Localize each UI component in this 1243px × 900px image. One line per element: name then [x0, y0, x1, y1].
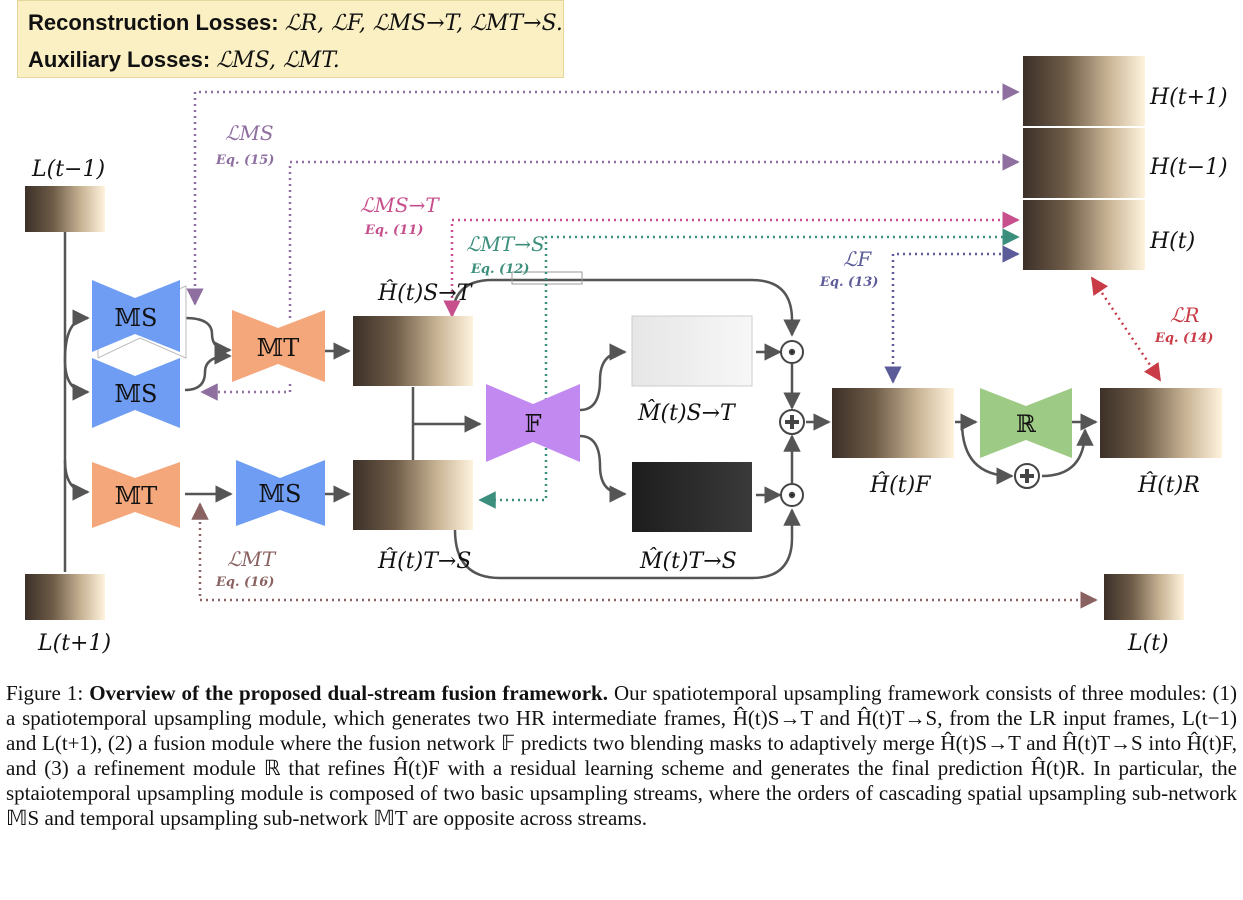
flow-to-ms-bottom	[63, 359, 90, 401]
l-t-thumbnail	[1104, 574, 1184, 620]
loss-line-ms-target	[288, 153, 1020, 318]
mt-lower-label: 𝕄T	[115, 482, 158, 510]
mt-lower-module	[92, 462, 180, 528]
h-prev-image	[1023, 128, 1145, 198]
flow-ms-bottom-to-mt	[184, 347, 232, 392]
loss-line-ms-aux	[186, 83, 1020, 306]
mask-t2s-label: M̂(t)T→S	[639, 548, 737, 574]
fusion-module	[486, 384, 580, 462]
l-next-label: L(t+1)	[37, 631, 111, 656]
l-next-thumbnail	[25, 574, 105, 620]
loss-f-eq: Eq. (13)	[819, 275, 878, 290]
loss-line-ms2t	[443, 211, 1020, 318]
auxiliary-losses-terms: ℒMS, ℒMT.	[216, 48, 340, 73]
caption-prefix: Figure 1:	[6, 681, 84, 705]
l-prev-thumbnail	[25, 186, 105, 232]
flow-to-mt-lower	[63, 459, 90, 501]
refine-label: ℝ	[1016, 410, 1037, 438]
auxiliary-losses-label: Auxiliary Losses:	[28, 47, 211, 72]
caption-body: Our spatiotemporal upsampling framework …	[6, 681, 1238, 830]
mask-s2t-label: M̂(t)S→T	[637, 400, 737, 426]
ms-bottom-label: 𝕄S	[114, 380, 157, 408]
h-next-label: H(t+1)	[1149, 85, 1228, 110]
ht2s-image	[353, 460, 473, 530]
hr-image	[1100, 388, 1222, 458]
h-t-label: H(t)	[1149, 229, 1195, 254]
mt-upper-label: 𝕄T	[257, 334, 300, 362]
reconstruction-losses-line: Reconstruction Losses: ℒR, ℒF, ℒMS→T, ℒM…	[28, 10, 563, 36]
auxiliary-losses-line: Auxiliary Losses: ℒMS, ℒMT.	[28, 47, 340, 73]
loss-r-label: ℒR	[1170, 303, 1199, 327]
flow-ms-top-to-mt	[184, 316, 232, 359]
framework-diagram: 𝕄S 𝕄S 𝕄T 𝕄T 𝕄S 𝔽 ℝ L(t−1) L(t+1) H(t+1) …	[25, 56, 1228, 656]
refine-module	[980, 388, 1072, 458]
ms-top-label: 𝕄S	[114, 304, 157, 332]
h-next-image	[1023, 56, 1145, 126]
loss-ms-label: ℒMS	[225, 121, 274, 145]
flow-fusion-to-mask2	[579, 434, 627, 503]
loss-mt-label: ℒMT	[227, 547, 277, 571]
l-prev-label: L(t−1)	[31, 157, 105, 182]
fusion-label: 𝔽	[524, 410, 541, 438]
loss-f-label: ℒF	[843, 247, 872, 271]
hs2t-image	[353, 316, 473, 386]
loss-lines	[186, 83, 1162, 609]
caption-title: Overview of the proposed dual-stream fus…	[89, 681, 608, 705]
hf-label: Ĥ(t)F	[869, 471, 931, 498]
hr-label: Ĥ(t)R	[1137, 471, 1200, 498]
loss-line-mt2s-back	[478, 448, 548, 509]
h-t-image	[1023, 200, 1145, 270]
flow-residual-in	[960, 421, 1014, 485]
loss-mt2s-label: ℒMT→S	[466, 232, 545, 256]
operators	[779, 340, 1040, 507]
loss-line-r	[1090, 276, 1162, 382]
h-prev-label: H(t−1)	[1149, 155, 1228, 180]
ht2s-label: Ĥ(t)T→S	[377, 547, 471, 574]
hf-image	[832, 388, 954, 458]
mask-s2t-image	[631, 315, 753, 387]
mask-t2s-image	[632, 462, 752, 532]
reconstruction-losses-terms: ℒR, ℒF, ℒMS→T, ℒMT→S.	[284, 11, 563, 36]
hs2t-label: Ĥ(t)S→T	[377, 279, 474, 306]
ms-lower-stream-label: 𝕄S	[258, 480, 301, 508]
ms-bottom-module	[92, 358, 180, 428]
ms-lower-stream-module	[236, 460, 325, 526]
loss-ms2t-label: ℒMS→T	[360, 193, 440, 217]
reconstruction-losses-label: Reconstruction Losses:	[28, 10, 279, 35]
network-modules	[92, 280, 1072, 528]
loss-ms2t-eq: Eq. (11)	[364, 223, 423, 238]
loss-legend: Reconstruction Losses: ℒR, ℒF, ℒMS→T, ℒM…	[17, 0, 564, 78]
flow-residual-out	[1041, 428, 1094, 478]
image-thumbnails	[25, 56, 1222, 620]
loss-line-ms-back	[200, 383, 292, 401]
l-t-label: L(t)	[1127, 631, 1169, 656]
loss-line-mt	[191, 502, 1098, 609]
loss-line-mt2s	[544, 228, 1020, 400]
flow-to-ms-top	[63, 309, 90, 361]
flow-fusion-to-mask1	[579, 343, 627, 412]
figure-caption: Figure 1: Overview of the proposed dual-…	[6, 681, 1237, 831]
ms-top-module	[92, 280, 180, 352]
loss-r-eq: Eq. (14)	[1154, 331, 1213, 346]
loss-mt2s-eq: Eq. (12)	[470, 262, 529, 277]
mt-upper-module	[232, 310, 325, 382]
loss-line-f	[884, 245, 1020, 384]
loss-ms-eq: Eq. (15)	[215, 153, 274, 168]
loss-mt-eq: Eq. (16)	[215, 575, 274, 590]
